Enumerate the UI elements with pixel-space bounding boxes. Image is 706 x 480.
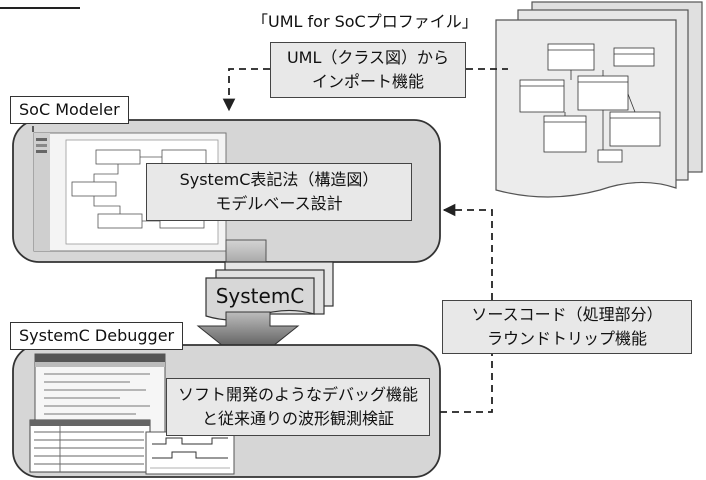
uml-profile-title: 「UML for SoCプロファイル」 bbox=[252, 12, 478, 31]
systemc-code-stack bbox=[205, 239, 334, 321]
soc-modeler-callout-line-2: モデルベース設計 bbox=[215, 194, 343, 213]
systemc-debugger-label: SystemC Debugger bbox=[10, 322, 184, 350]
uml-document-stack bbox=[495, 1, 703, 198]
logo-mark bbox=[0, 0, 80, 9]
roundtrip-callout: ソースコード（処理部分） ラウンドトリップ機能 bbox=[442, 300, 692, 354]
roundtrip-callout-line-2: ラウンドトリップ機能 bbox=[486, 329, 647, 348]
roundtrip-callout-line-1: ソースコード（処理部分） bbox=[471, 305, 663, 324]
uml-class-diagram-thumbnail bbox=[519, 43, 661, 163]
soc-modeler-label: SoC Modeler bbox=[10, 96, 129, 124]
debugger-callout-line-1: ソフト開発のようなデバッグ機能 bbox=[177, 385, 418, 404]
import-callout: UML（クラス図）から インポート機能 bbox=[270, 42, 466, 98]
import-callout-line-1: UML（クラス図）から bbox=[286, 48, 450, 67]
systemc-stack-label: SystemC bbox=[215, 284, 305, 308]
debugger-callout: ソフト開発のようなデバッグ機能 と従来通りの波形観測検証 bbox=[166, 378, 430, 436]
soc-modeler-callout-line-1: SystemC表記法（構造図） bbox=[179, 170, 379, 189]
import-dashed-arrow bbox=[222, 68, 508, 112]
soc-modeler-callout: SystemC表記法（構造図） モデルベース設計 bbox=[146, 163, 412, 221]
debugger-screenshots bbox=[29, 353, 235, 475]
import-callout-line-2: インポート機能 bbox=[311, 72, 424, 91]
roundtrip-dashed-arrow bbox=[440, 203, 493, 413]
debugger-callout-line-2: と従来通りの波形観測検証 bbox=[201, 409, 394, 428]
